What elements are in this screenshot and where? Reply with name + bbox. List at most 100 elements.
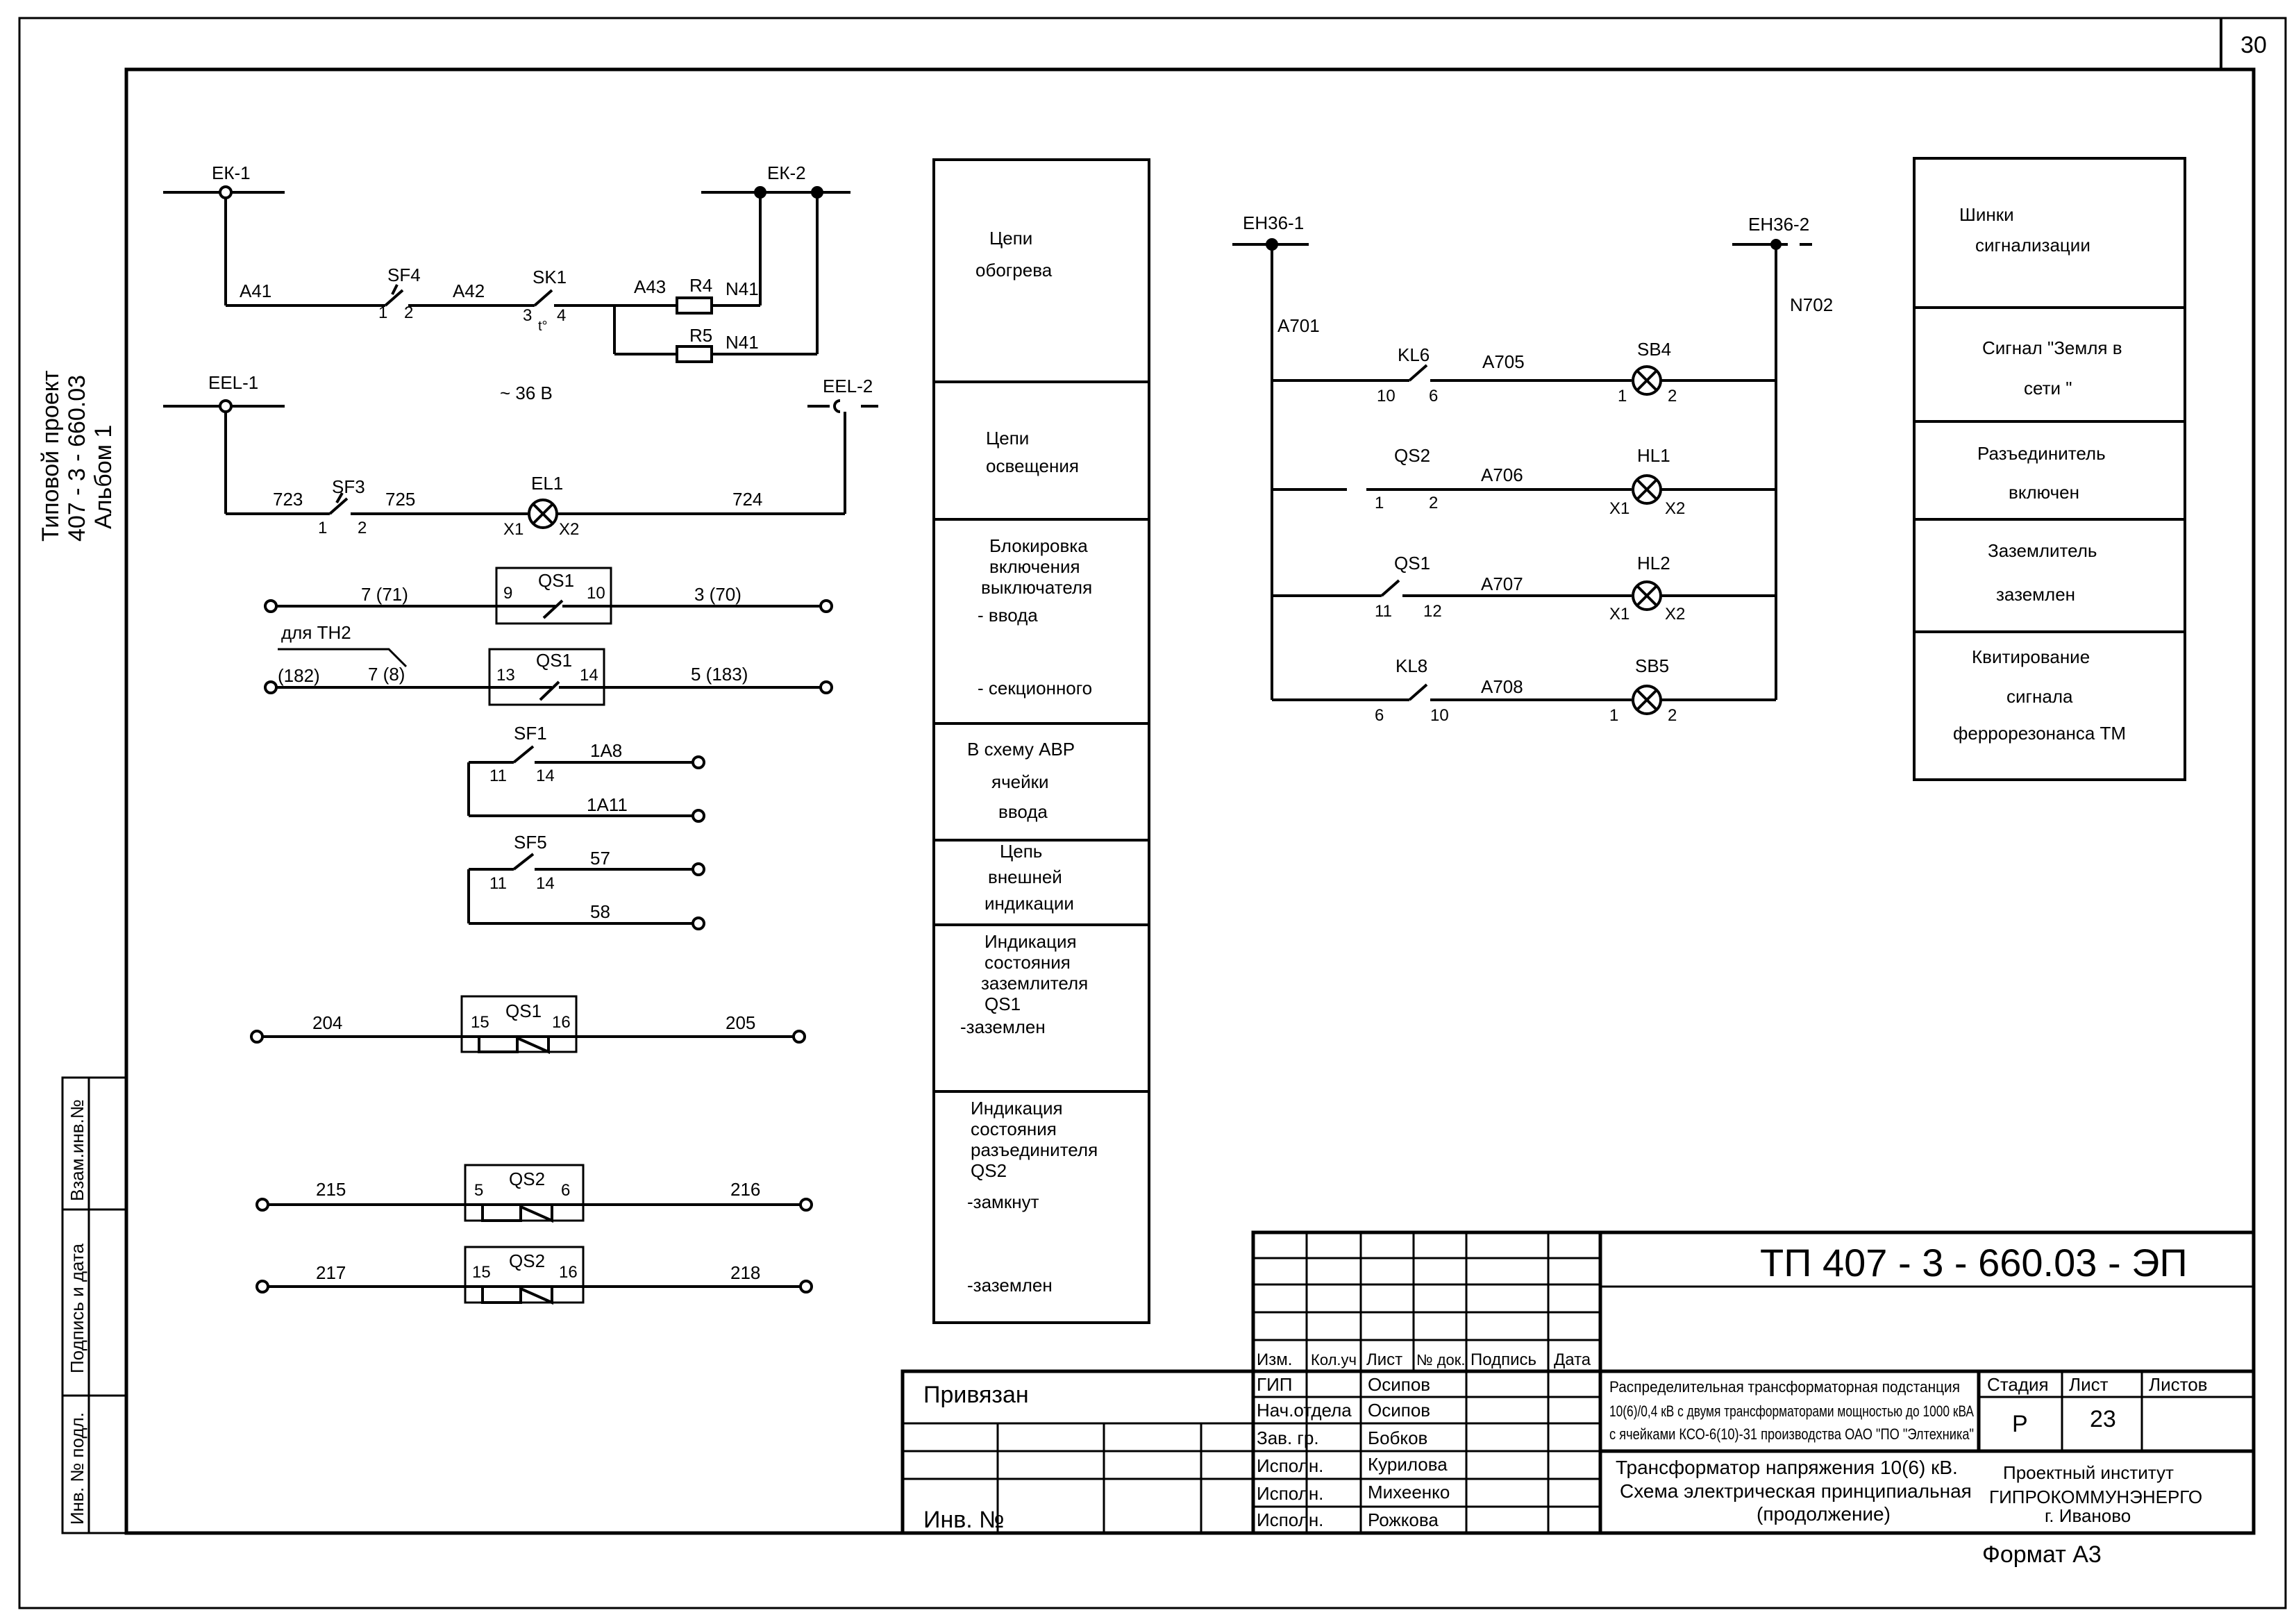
lt-ext-1: Цепь: [1000, 841, 1042, 862]
label-el1: EL1: [531, 473, 563, 494]
org-line1: Проектный институт: [2003, 1462, 2174, 1483]
label-qs1-d: QS1: [1394, 553, 1430, 574]
stamp-podpis-data: Подпись и дата: [67, 1243, 87, 1373]
sf4-pin2: 2: [404, 303, 413, 322]
rt-disc-1: Разъединитель: [1977, 443, 2106, 464]
stamp-vzam-inv: Взам.инв.№: [67, 1099, 87, 1201]
signal-circuit: ЕН36-1 ЕН36-2 А701 N702 KL6 10 6 А705 SB…: [1232, 212, 1833, 725]
label-36v: ~ 36 В: [500, 383, 553, 403]
label-sf5: SF5: [514, 832, 547, 853]
rt-earth-signal-2: сети ": [2024, 378, 2072, 399]
rt-disc-2: включен: [2009, 482, 2079, 503]
kl6-pin6: 6: [1429, 387, 1438, 405]
label-hl2: HL2: [1637, 553, 1670, 574]
sf3-pin1: 1: [318, 519, 327, 537]
qs1a-pin9: 9: [503, 584, 512, 603]
sf4-pin1: 1: [378, 303, 387, 322]
privyazan-label: Привязан: [923, 1382, 1029, 1408]
side-title-line1: Типовой проект: [37, 370, 64, 542]
wire-a707: А707: [1481, 574, 1523, 594]
qs2b-pin16: 16: [559, 1263, 578, 1282]
object-line1: Распределительная трансформаторная подст…: [1609, 1378, 1960, 1396]
stage-label: Стадия: [1987, 1374, 2049, 1395]
disconnector-qs2-15-16: 217 QS2 15 16 218: [255, 1246, 813, 1305]
stage-value: Р: [2012, 1411, 2028, 1437]
label-sf1: SF1: [514, 723, 547, 744]
wire-a705: А705: [1482, 351, 1525, 372]
wire-215: 215: [316, 1179, 346, 1200]
lt-disc-5: -замкнут: [967, 1191, 1039, 1212]
label-sf3: SF3: [332, 476, 365, 497]
qs2c-pin2: 2: [1429, 494, 1438, 512]
sf1-pin14: 14: [536, 767, 555, 785]
label-kl8: KL8: [1396, 655, 1427, 676]
lt-ext-3: индикации: [984, 893, 1074, 914]
col-izm: Изм.: [1257, 1350, 1292, 1369]
label-ek2: ЕК-2: [767, 162, 806, 183]
wire-a701: А701: [1277, 315, 1320, 336]
stamp-inv-podl: Инв. № подл.: [67, 1412, 87, 1525]
lt-earth-3: заземлителя: [981, 973, 1088, 994]
label-kl6: KL6: [1398, 344, 1430, 365]
rt-earth-signal-1: Сигнал "Земля в: [1982, 337, 2122, 358]
label-ek1: ЕК-1: [212, 162, 251, 183]
qs1d-pin11: 11: [1375, 602, 1392, 621]
rt-grounding-2: заземлен: [1996, 584, 2075, 605]
lt-disc-6: -заземлен: [967, 1275, 1053, 1296]
col-kol-uch: Кол.уч: [1311, 1351, 1357, 1368]
role-ispoln-3: Исполн.: [1257, 1509, 1323, 1530]
interlock-qs1-13-14: для ТН2 (182) 7 (8) QS1 13 14 5 (183): [264, 622, 833, 706]
disconnector-qs2-5-6: 215 QS2 5 6 216: [255, 1164, 813, 1223]
left-function-table: Цепи обогрева Цепи освещения Блокировка …: [932, 158, 1150, 1324]
lt-block-3: выключателя: [981, 577, 1092, 598]
wire-725: 725: [385, 489, 415, 510]
org-line2: ГИПРОКОММУНЭНЕРГО: [1989, 1487, 2202, 1507]
lt-block-4: - ввода: [978, 605, 1038, 626]
label-sb4: SB4: [1637, 339, 1671, 360]
wire-182: (182): [278, 665, 320, 686]
rt-ack-3: феррорезонанса ТМ: [1953, 723, 2126, 744]
role-zav-gr: Зав. гр.: [1257, 1428, 1319, 1448]
wire-7-8: 7 (8): [368, 664, 405, 685]
rt-bus-1: Шинки: [1959, 204, 2014, 225]
label-qs1-c: QS1: [505, 1001, 542, 1021]
sb5-pin1: 1: [1609, 706, 1618, 725]
label-qs1-a: QS1: [538, 570, 574, 591]
el1-x1: X1: [503, 520, 523, 539]
hl1-x1: X1: [1609, 499, 1629, 518]
sf5-pin14: 14: [536, 874, 555, 893]
wire-723: 723: [273, 489, 303, 510]
lighting-circuit: ЕЕL-1 ЕЕL-2 ~ 36 В 723 SF3 1 2 725 EL1 X…: [163, 372, 878, 539]
lt-disc-1: Индикация: [971, 1098, 1063, 1119]
qs1c-pin15: 15: [471, 1013, 489, 1032]
role-gip: ГИП: [1257, 1374, 1292, 1395]
sk1-temp: t°: [538, 319, 548, 334]
hl2-x2: X2: [1665, 605, 1685, 623]
label-sk1: SK1: [533, 267, 567, 287]
sk1-pin3: 3: [523, 306, 532, 325]
org-line3: г. Иваново: [2045, 1505, 2131, 1526]
label-eh36-1: ЕН36-1: [1243, 212, 1304, 233]
qs1c-pin16: 16: [552, 1013, 571, 1032]
wire-a43: А43: [634, 276, 666, 297]
hl1-x2: X2: [1665, 499, 1685, 518]
label-eel1: ЕЕL-1: [208, 372, 258, 393]
avr-sf1: SF1 11 14 1А8 1А11: [467, 723, 705, 823]
label-eel2: ЕЕL-2: [823, 376, 873, 396]
wire-a706: А706: [1481, 464, 1523, 485]
lt-avr-1: В схему АВР: [967, 739, 1075, 760]
kl6-pin10: 10: [1377, 387, 1396, 405]
wire-n41b: N41: [726, 332, 759, 353]
hl2-x1: X1: [1609, 605, 1629, 623]
ext-indication-sf5: SF5 11 14 57 58: [467, 832, 705, 930]
lt-heat-2: обогрева: [975, 260, 1053, 281]
object-line3: с ячейками КСО-6(10)-31 производства ОАО…: [1609, 1425, 1974, 1443]
qs1a-pin10: 10: [587, 584, 605, 603]
sheets-label: Листов: [2149, 1374, 2207, 1395]
side-title: Типовой проект 407 - 3 - 660.03 Альбом 1: [37, 370, 117, 542]
col-no-dok: № док.: [1416, 1351, 1466, 1368]
sheet-label: Лист: [2069, 1374, 2109, 1395]
page-number: 30: [2240, 32, 2267, 58]
qs1b-pin14: 14: [580, 666, 598, 685]
